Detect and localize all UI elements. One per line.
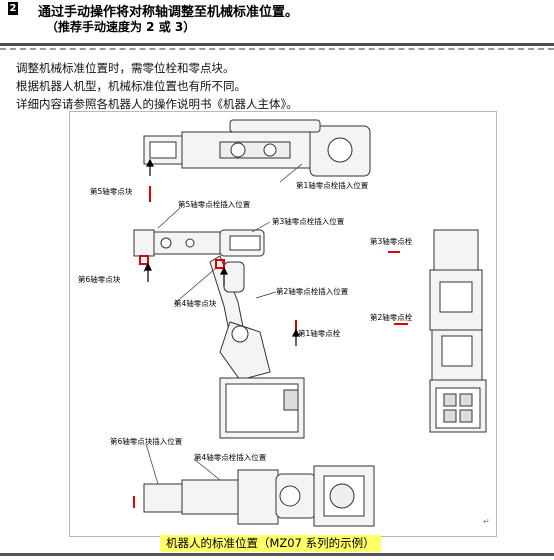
label-axis4-pin-position: 第4轴零点栓插入位置	[194, 453, 267, 462]
robot-drawing	[133, 119, 487, 527]
paragraph-return-mark: ↵	[483, 517, 490, 526]
label-axis6-pin-position: 第6轴零点块插入位置	[110, 437, 183, 446]
label-axis2-pin-position: 第2轴零点栓插入位置	[276, 287, 349, 296]
body-line-2: 根据机器人机型，机械标准位置也有所不同。	[16, 79, 246, 93]
body-line-3: 详细内容请参照各机器人的操作说明书《机器人主体》。	[16, 97, 298, 111]
bottom-view-robot	[143, 465, 375, 527]
label-axis1-pin-position-top: 第1轴零点栓插入位置	[296, 181, 369, 190]
step-number-badge: 2	[8, 2, 18, 15]
robot-figure: 第5轴零点块 第1轴零点栓插入位置 第5轴零点栓插入位置 第3轴零点栓插入位置 …	[69, 111, 497, 537]
figure-caption: 机器人的标准位置（MZ07 系列的示例）	[160, 535, 381, 552]
step-subtitle: （推荐手动速度为 2 或 3）	[46, 20, 196, 34]
label-axis4-zero-block: 第4轴零点块	[174, 299, 217, 308]
label-axis1-zero-pin: 第1轴零点栓	[298, 329, 341, 338]
side-view-robot	[133, 229, 305, 439]
label-axis5-pin-position: 第5轴零点栓插入位置	[178, 200, 251, 209]
header-divider	[0, 43, 554, 46]
step-title: 通过手动操作将对称轴调整至机械标准位置。	[38, 5, 299, 20]
label-axis3-zero-pin-side: 第3轴零点栓	[370, 237, 413, 246]
label-axis3-pin-position: 第3轴零点栓插入位置	[272, 217, 345, 226]
label-axis2-zero-pin-side: 第2轴零点栓	[370, 313, 413, 322]
body-line-1: 调整机械标准位置时，需零位栓和零点块。	[16, 61, 235, 75]
label-axis6-zero-block: 第6轴零点块	[78, 275, 121, 284]
top-view-robot	[143, 119, 371, 177]
label-axis5-zero-block: 第5轴零点块	[90, 187, 133, 196]
footer-divider	[0, 553, 554, 556]
header-dashed-divider	[0, 48, 554, 50]
front-view-robot	[429, 229, 487, 433]
